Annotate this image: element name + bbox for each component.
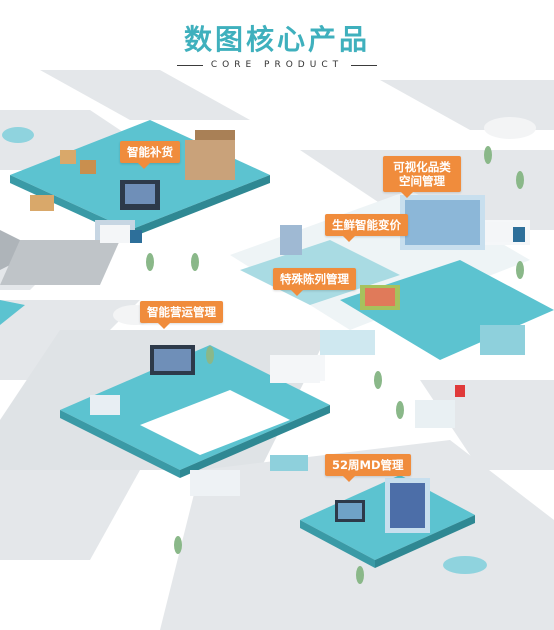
label-md-management: 52周MD管理 [325,454,411,482]
label-special-display: 特殊陈列管理 [273,268,356,296]
page-subtitle: CORE PRODUCT [210,60,344,70]
md-platform [300,475,487,574]
trees [146,146,524,584]
label-operation-management: 智能营运管理 [140,301,223,329]
parking-lot [0,240,120,285]
label-fresh-pricing: 生鲜智能变价 [325,214,408,242]
label-space-management: 可视化品类空间管理 [383,156,461,198]
page-title: 数图核心产品 [183,23,370,56]
subtitle-divider-right [351,64,378,66]
subtitle-divider-left [176,64,203,66]
label-replenishment: 智能补货 [120,141,180,169]
delivery-trucks [100,222,525,383]
subtitle-row: CORE PRODUCT [0,60,554,70]
warehouse-platform [10,120,270,240]
operations-platform [60,345,330,496]
